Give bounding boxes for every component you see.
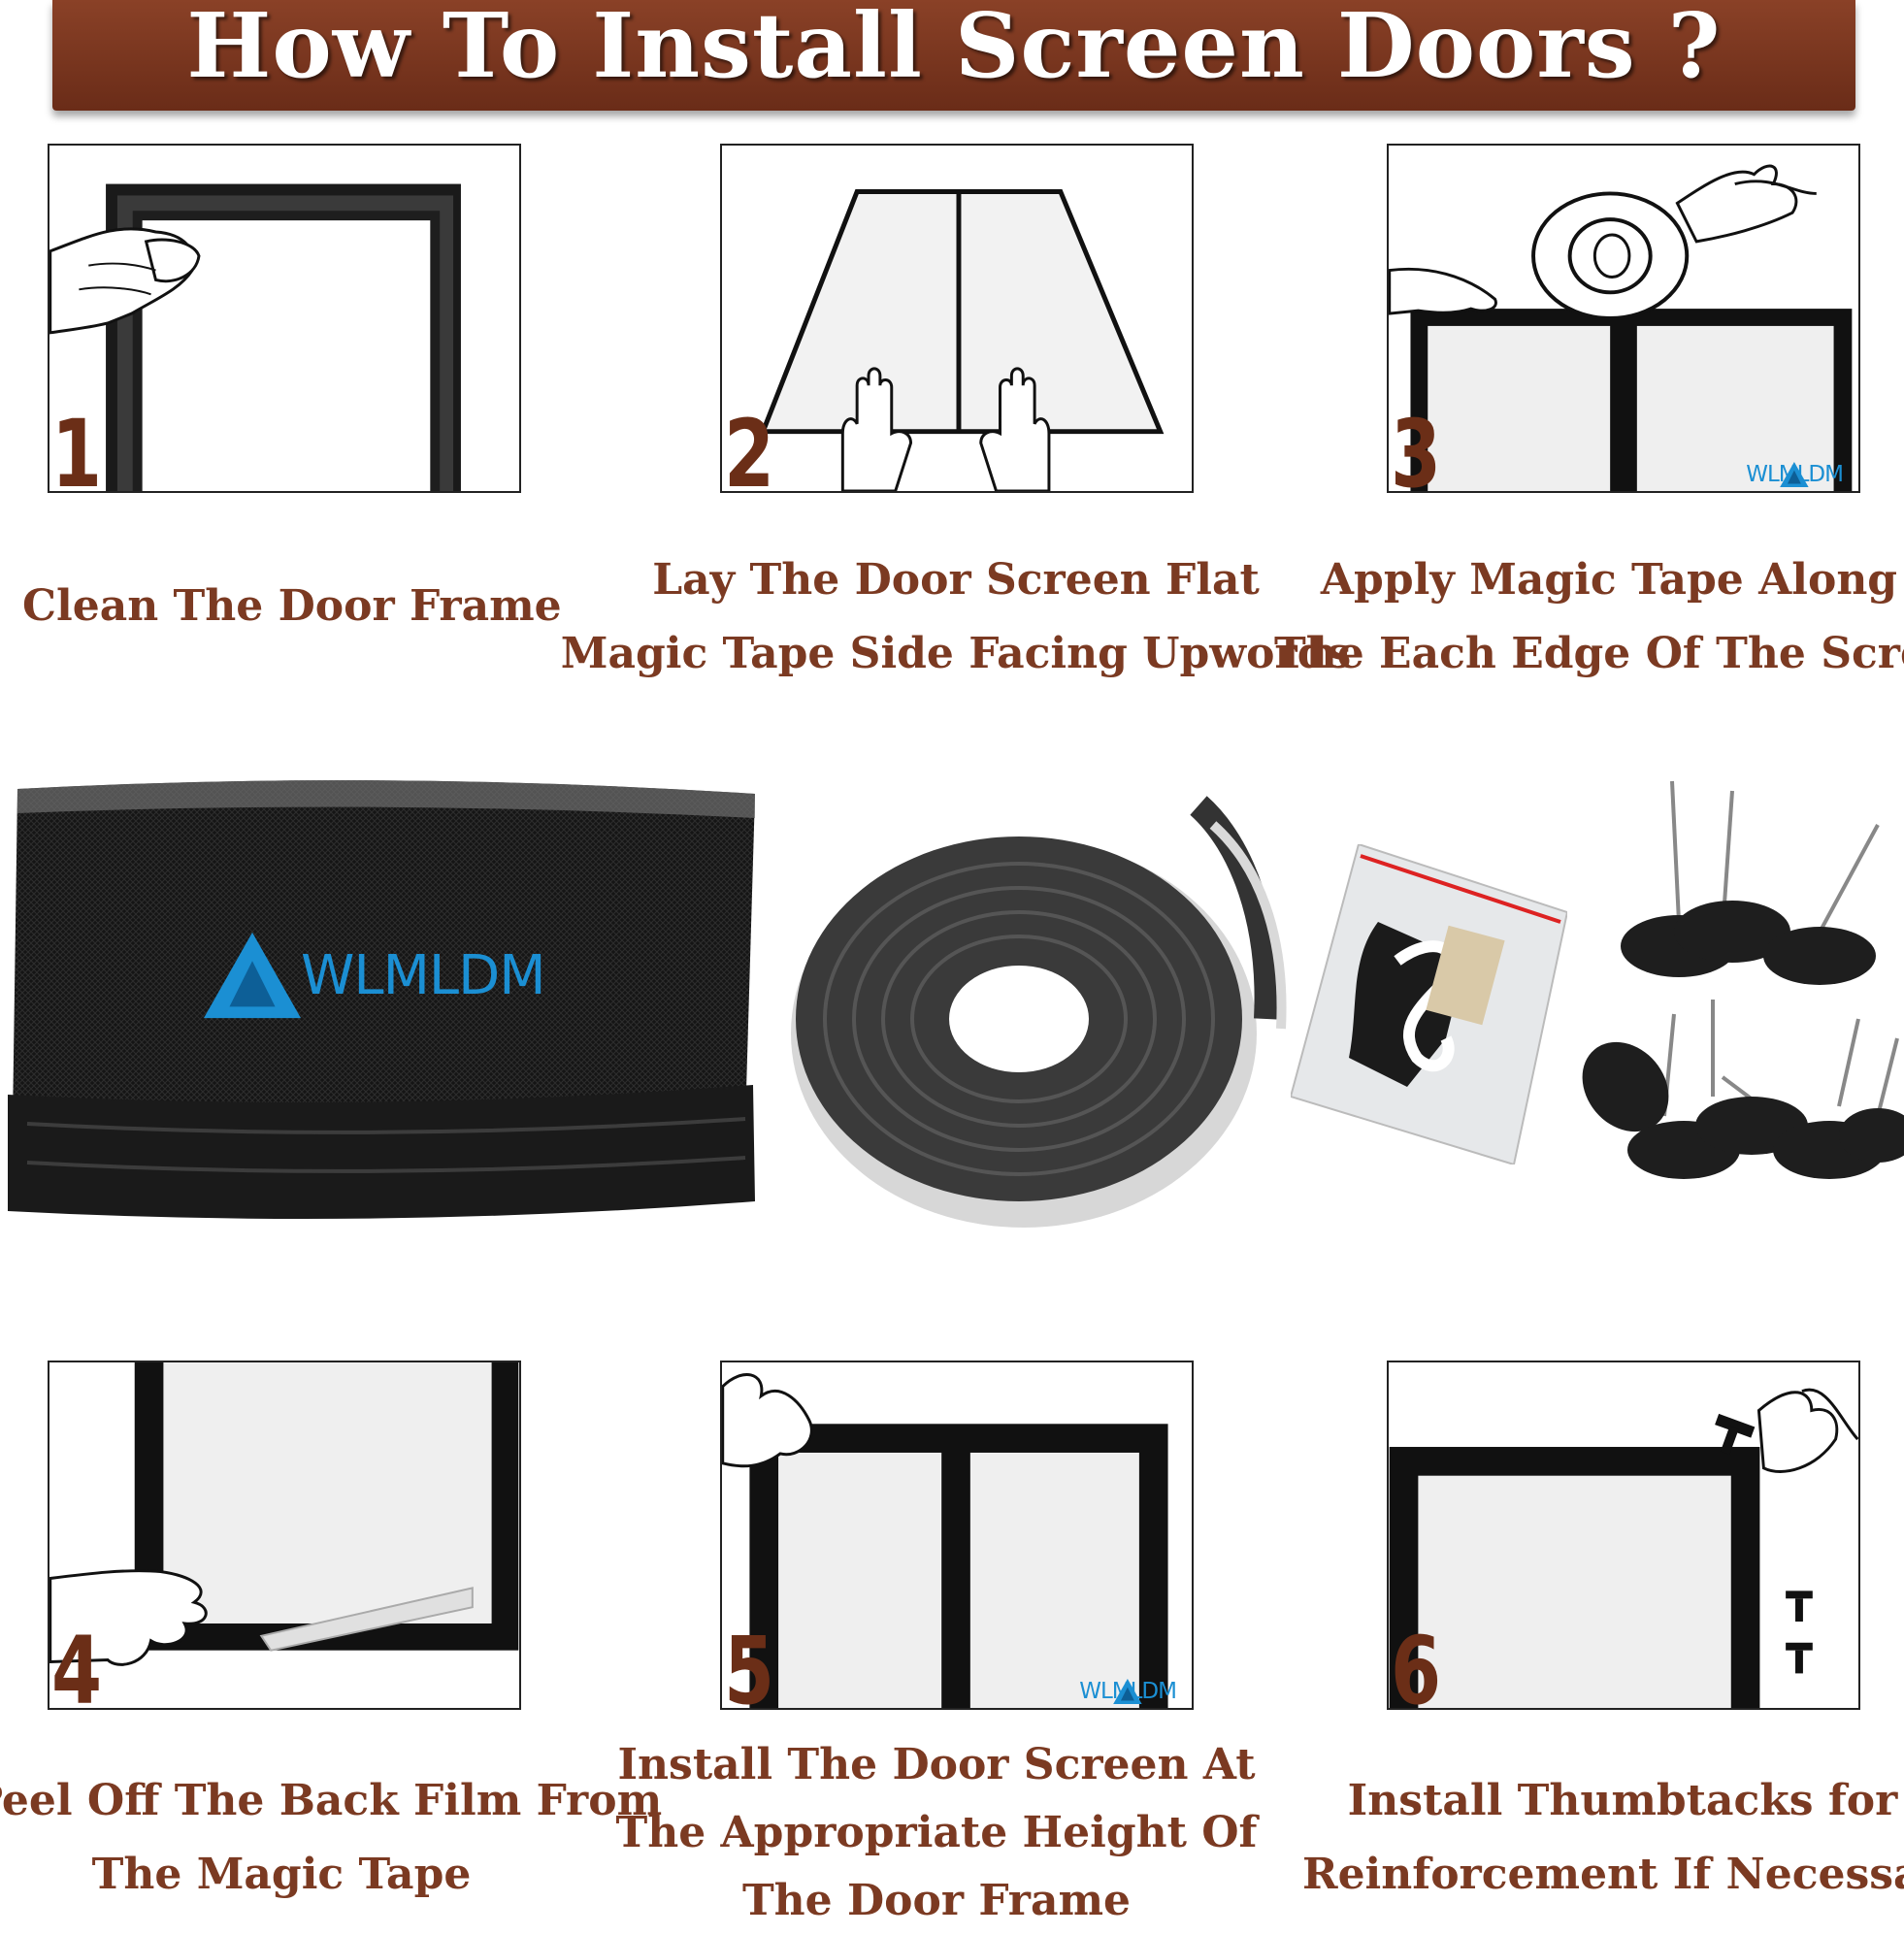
peel-film-illustration [49,1362,519,1666]
brand-watermark: WLMLDM [204,932,546,1019]
brand-logo: WLMLDM [1079,1679,1177,1704]
step-number: 3 [1391,400,1442,493]
step-6-caption: Install Thumbtacks for Reinforcement If … [1302,1776,1904,1899]
thumbtacks [1567,776,1904,1203]
title-banner: How To Install Screen Doors ? [52,0,1855,111]
brand-triangle-icon [1780,462,1809,487]
step-number: 5 [724,1617,775,1710]
step-6-panel: 6 [1387,1361,1860,1710]
apply-tape-illustration [1389,164,1853,491]
step-number: 6 [1391,1617,1442,1710]
door-frame-illustration [49,183,461,491]
accessory-bag [1289,842,1569,1166]
step-number: 4 [51,1617,103,1710]
brand-triangle-icon [1113,1679,1142,1704]
step-2-caption: Lay The Door Screen Flat Magic Tape Side… [560,555,1352,678]
step-5-caption: Install The Door Screen At The Appropria… [615,1740,1258,1925]
step-number: 1 [51,400,103,493]
step-5-panel: 5 WLMLDM [720,1361,1194,1710]
step-4-panel: 4 [48,1361,521,1710]
magnetic-tape-roll [786,786,1310,1232]
page-title: How To Install Screen Doors ? [186,0,1722,98]
screen-flat-illustration [759,188,1165,491]
step-1-caption: Clean The Door Frame [22,581,562,631]
brand-triangle-icon [204,932,301,1019]
step-2-panel: 2 [720,144,1194,493]
install-screen-illustration [722,1373,1168,1708]
folded-screen-mesh [8,774,760,1240]
step-1-panel: 1 [48,144,521,493]
step-3-caption: Apply Magic Tape Along The Each Edge Of … [1274,555,1904,678]
step-number: 2 [724,400,775,493]
step-3-panel: 3 WLMLDM [1387,144,1860,493]
thumbtack-install-illustration [1389,1388,1858,1708]
step-4-caption: Peel Off The Back Film From The Magic Ta… [0,1776,663,1899]
brand-logo: WLMLDM [1746,462,1844,487]
